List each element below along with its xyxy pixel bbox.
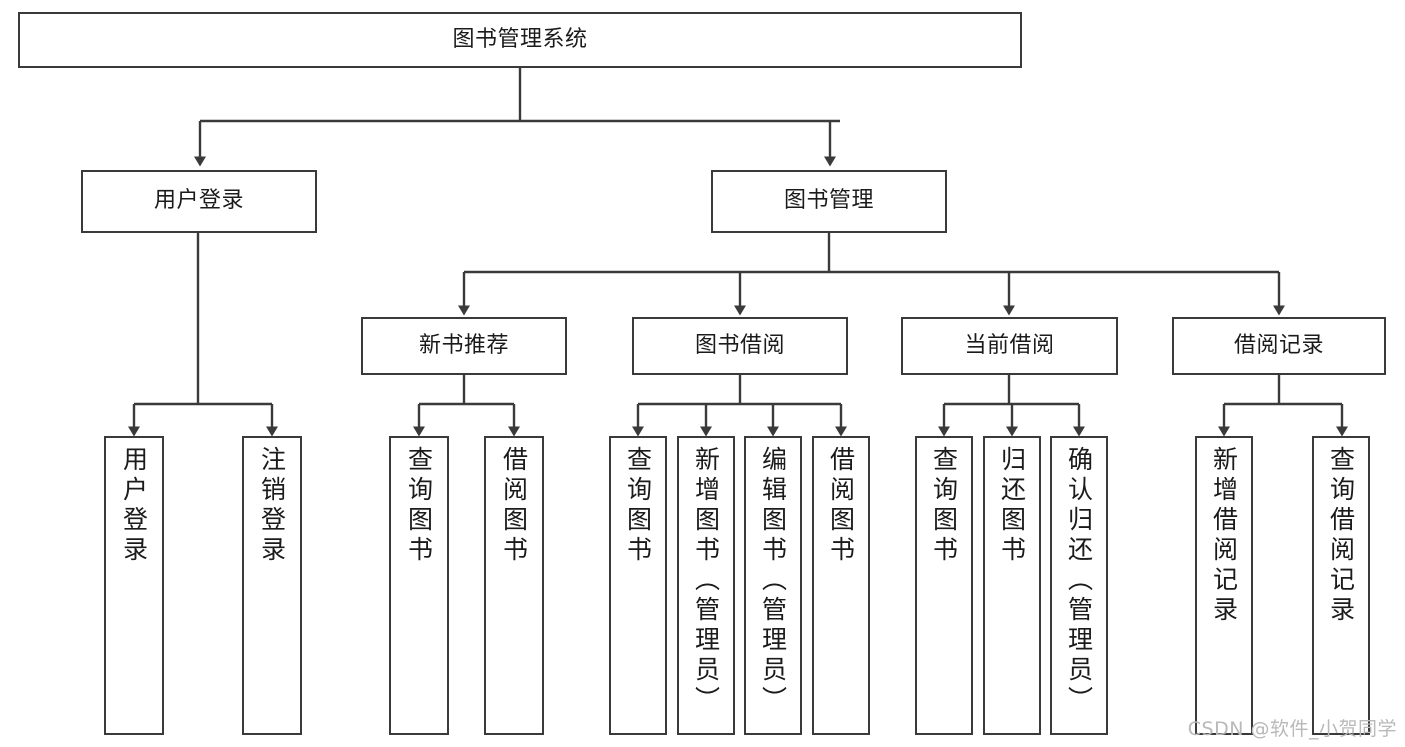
node-book-borrow-label: 图书借阅 <box>694 332 785 358</box>
leaf-logout-login-label: 注销登录 <box>257 446 287 566</box>
leaf-query-book-1-label: 查询图书 <box>404 446 434 566</box>
leaf-borrow-book-2[interactable]: 借阅图书 <box>812 436 870 735</box>
node-user-login[interactable]: 用户登录 <box>81 170 317 233</box>
leaf-add-book-admin[interactable]: 新增图书（管理员） <box>677 436 735 735</box>
leaf-query-book-3-label: 查询图书 <box>929 446 959 566</box>
leaf-query-borrow-record-label: 查询借阅记录 <box>1326 446 1356 626</box>
leaf-return-book-label: 归还图书 <box>997 446 1027 566</box>
node-book-management-label: 图书管理 <box>783 188 874 214</box>
node-root[interactable]: 图书管理系统 <box>18 12 1022 68</box>
leaf-return-book[interactable]: 归还图书 <box>983 436 1041 735</box>
leaf-edit-book-admin-label: 编辑图书（管理员） <box>758 446 788 716</box>
leaf-query-borrow-record[interactable]: 查询借阅记录 <box>1312 436 1370 735</box>
node-root-label: 图书管理系统 <box>452 26 588 52</box>
leaf-confirm-return-admin[interactable]: 确认归还（管理员） <box>1050 436 1108 735</box>
leaf-query-book-2-label: 查询图书 <box>623 446 653 566</box>
leaf-add-borrow-record-label: 新增借阅记录 <box>1209 446 1239 626</box>
node-current-borrow[interactable]: 当前借阅 <box>901 317 1118 375</box>
leaf-query-book-1[interactable]: 查询图书 <box>389 436 449 735</box>
node-borrow-record-label: 借阅记录 <box>1233 332 1324 358</box>
leaf-borrow-book-2-label: 借阅图书 <box>826 446 856 566</box>
leaf-add-borrow-record[interactable]: 新增借阅记录 <box>1195 436 1253 735</box>
node-new-book-recommend-label: 新书推荐 <box>418 332 509 358</box>
node-current-borrow-label: 当前借阅 <box>964 332 1055 358</box>
node-book-management[interactable]: 图书管理 <box>711 170 947 233</box>
leaf-query-book-3[interactable]: 查询图书 <box>915 436 973 735</box>
leaf-edit-book-admin[interactable]: 编辑图书（管理员） <box>744 436 802 735</box>
leaf-logout-login[interactable]: 注销登录 <box>242 436 302 735</box>
leaf-user-login-label: 用户登录 <box>119 446 149 566</box>
leaf-add-book-admin-label: 新增图书（管理员） <box>691 446 721 716</box>
leaf-query-book-2[interactable]: 查询图书 <box>609 436 667 735</box>
csdn-watermark: CSDN @软件_小贺同学 <box>1187 718 1397 740</box>
leaf-user-login[interactable]: 用户登录 <box>104 436 164 735</box>
node-book-borrow[interactable]: 图书借阅 <box>632 317 848 375</box>
leaf-borrow-book-1[interactable]: 借阅图书 <box>484 436 544 735</box>
leaf-confirm-return-admin-label: 确认归还（管理员） <box>1064 446 1094 716</box>
leaf-borrow-book-1-label: 借阅图书 <box>499 446 529 566</box>
node-new-book-recommend[interactable]: 新书推荐 <box>361 317 567 375</box>
node-user-login-label: 用户登录 <box>153 188 244 214</box>
node-borrow-record[interactable]: 借阅记录 <box>1172 317 1386 375</box>
